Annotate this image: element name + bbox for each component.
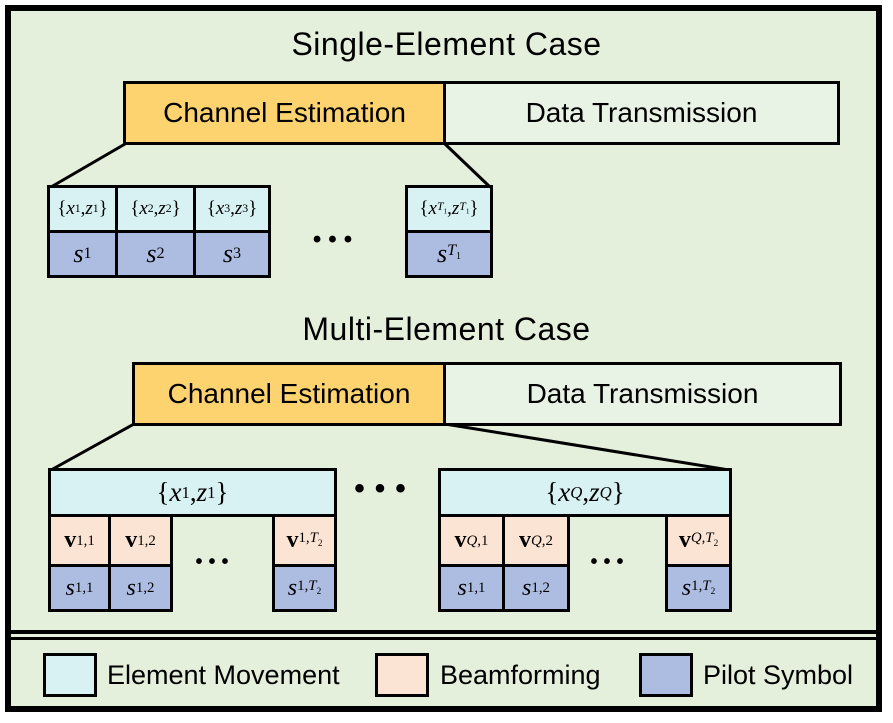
legend-top-border [11, 637, 877, 640]
pilot-symbol-swatch [639, 653, 693, 697]
element-movement-legend-label: Element Movement [107, 659, 340, 690]
data-transmission-bar-single: Data Transmission [443, 81, 840, 145]
ellipsis-single: ••• [312, 226, 360, 253]
channel-estimation-label: Channel Estimation [163, 97, 406, 128]
data-transmission-label: Data Transmission [525, 97, 758, 128]
channel-estimation-bar-single: Channel Estimation [123, 81, 446, 145]
ellipsis-multi-groups: ••• [354, 472, 416, 505]
channel-estimation-label: Channel Estimation [167, 378, 411, 409]
ellipsis-group-1: ••• [195, 550, 235, 573]
beamforming-swatch [375, 653, 429, 697]
data-transmission-label: Data Transmission [526, 378, 759, 409]
main-legend-divider [11, 630, 877, 634]
ellipsis-group-q: ••• [590, 550, 630, 573]
channel-estimation-bar-multi: Channel Estimation [132, 362, 446, 426]
section-title-multi: Multi-Element Case [302, 311, 591, 347]
beamforming-legend-label: Beamforming [440, 659, 601, 690]
section-title-single: Single-Element Case [291, 26, 602, 62]
pilot-symbol-legend-label: Pilot Symbol [703, 659, 854, 690]
data-transmission-bar-multi: Data Transmission [443, 362, 842, 426]
element-movement-swatch [43, 653, 97, 697]
